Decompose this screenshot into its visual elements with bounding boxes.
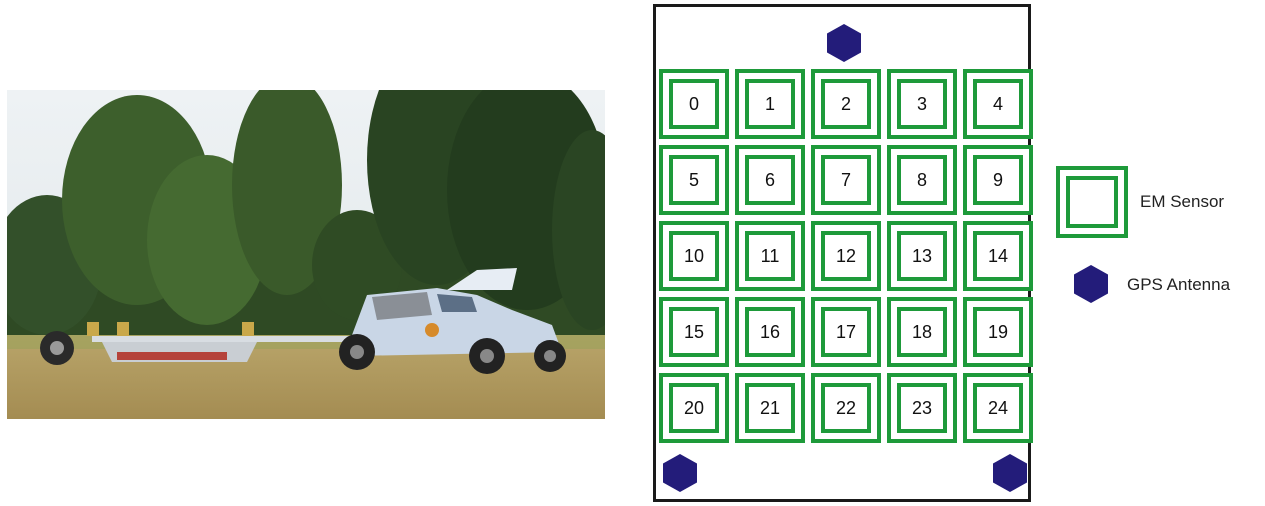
sensor-label: 21 [760, 398, 780, 419]
em-sensor-18: 18 [887, 297, 957, 367]
em-sensor-12: 12 [811, 221, 881, 291]
sensor-label: 24 [988, 398, 1008, 419]
sensor-label: 5 [689, 170, 699, 191]
vehicle-photo [7, 90, 605, 419]
em-sensor-21: 21 [735, 373, 805, 443]
em-sensor-17: 17 [811, 297, 881, 367]
em-sensor-6: 6 [735, 145, 805, 215]
em-sensor-10: 10 [659, 221, 729, 291]
gps-antenna-bottom-right [992, 453, 1028, 493]
sensor-label: 3 [917, 94, 927, 115]
legend-gps-antenna-label: GPS Antenna [1127, 275, 1230, 295]
sensor-label: 17 [836, 322, 856, 343]
em-sensor-11: 11 [735, 221, 805, 291]
em-sensor-16: 16 [735, 297, 805, 367]
em-sensor-7: 7 [811, 145, 881, 215]
sensor-label: 23 [912, 398, 932, 419]
sensor-label: 8 [917, 170, 927, 191]
legend-em-sensor-icon [1056, 166, 1128, 238]
em-sensor-2: 2 [811, 69, 881, 139]
sensor-label: 6 [765, 170, 775, 191]
em-sensor-23: 23 [887, 373, 957, 443]
sensor-grid: 0 1 2 3 4 5 6 7 8 9 10 11 12 13 14 15 16… [659, 69, 1033, 443]
em-sensor-1: 1 [735, 69, 805, 139]
sensor-label: 11 [761, 246, 780, 267]
em-sensor-4: 4 [963, 69, 1033, 139]
em-sensor-15: 15 [659, 297, 729, 367]
em-sensor-9: 9 [963, 145, 1033, 215]
sensor-label: 7 [841, 170, 851, 191]
em-sensor-5: 5 [659, 145, 729, 215]
em-sensor-0: 0 [659, 69, 729, 139]
em-sensor-24: 24 [963, 373, 1033, 443]
sensor-label: 10 [684, 246, 704, 267]
em-sensor-8: 8 [887, 145, 957, 215]
em-sensor-19: 19 [963, 297, 1033, 367]
em-sensor-14: 14 [963, 221, 1033, 291]
sensor-label: 20 [684, 398, 704, 419]
sensor-label: 12 [836, 246, 856, 267]
sensor-label: 22 [836, 398, 856, 419]
sensor-array-diagram: 0 1 2 3 4 5 6 7 8 9 10 11 12 13 14 15 16… [653, 4, 1031, 502]
sensor-label: 16 [760, 322, 780, 343]
em-sensor-13: 13 [887, 221, 957, 291]
gps-antenna-bottom-left [662, 453, 698, 493]
sensor-label: 2 [841, 94, 851, 115]
sensor-label: 18 [912, 322, 932, 343]
tree-line [7, 90, 605, 340]
sensor-label: 14 [988, 246, 1008, 267]
sensor-label: 19 [988, 322, 1008, 343]
em-sensor-22: 22 [811, 373, 881, 443]
em-sensor-3: 3 [887, 69, 957, 139]
legend-gps-antenna-icon [1073, 264, 1109, 304]
gps-antenna-top [826, 23, 862, 63]
sensor-label: 9 [993, 170, 1003, 191]
sensor-label: 0 [689, 94, 699, 115]
sensor-label: 13 [912, 246, 932, 267]
legend-em-sensor-label: EM Sensor [1140, 192, 1224, 212]
sensor-label: 1 [765, 94, 775, 115]
sensor-label: 15 [684, 322, 704, 343]
em-sensor-20: 20 [659, 373, 729, 443]
sensor-label: 4 [993, 94, 1003, 115]
